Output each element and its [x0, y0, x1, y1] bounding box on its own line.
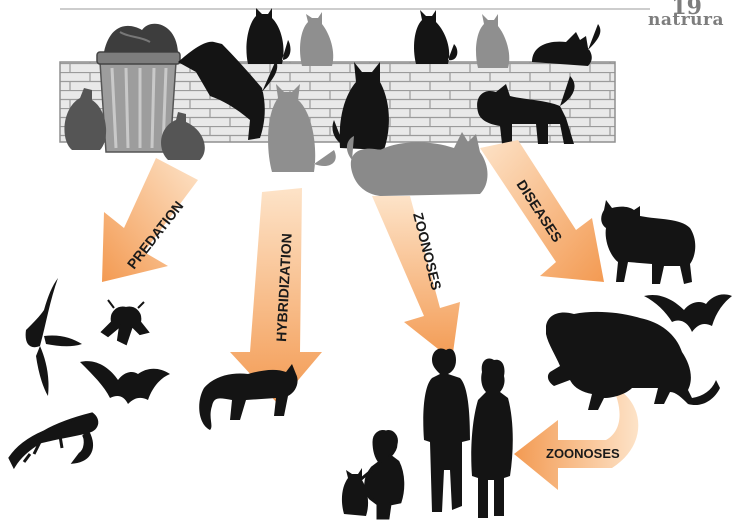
cat-silhouette	[268, 84, 336, 172]
cat-silhouette	[532, 24, 601, 66]
frog-silhouette	[100, 299, 150, 346]
arrow-zoonoses	[372, 196, 460, 360]
arrow-zoonoses-return	[514, 386, 639, 490]
marten-silhouette	[199, 364, 298, 430]
bat-silhouette	[80, 361, 170, 404]
cat-silhouette	[414, 10, 458, 64]
people-group	[341, 348, 513, 520]
arrow-hybridization	[230, 188, 322, 404]
woman-silhouette	[471, 358, 513, 518]
garbage-bag-icon	[64, 88, 107, 150]
lizard-silhouette	[8, 412, 99, 470]
lynx-silhouette	[601, 200, 696, 284]
cat-silhouette	[246, 8, 291, 64]
cat-silhouette	[300, 12, 334, 66]
cat-silhouette	[346, 132, 488, 196]
feral-cat-group	[178, 8, 601, 196]
arrow-label-hybridization: HYBRIDIZATION	[273, 233, 295, 342]
arrow-diseases	[480, 140, 604, 282]
bat-silhouette	[644, 294, 732, 332]
bird-silhouette	[25, 278, 82, 396]
arrow-predation	[102, 158, 198, 282]
wildcat-silhouette	[546, 311, 720, 410]
garbage-bag-icon	[161, 112, 205, 160]
cat-silhouette	[178, 41, 278, 140]
man-silhouette	[423, 348, 470, 512]
kitten-silhouette	[341, 468, 369, 516]
brand-logo-text: natrura	[647, 10, 724, 30]
cat-silhouette	[477, 76, 575, 144]
cat-silhouette	[476, 14, 510, 68]
cat-silhouette	[332, 62, 389, 150]
page-number: 19	[671, 0, 702, 20]
arrow-label-zoonoses-return: ZOONOSES	[546, 446, 620, 461]
